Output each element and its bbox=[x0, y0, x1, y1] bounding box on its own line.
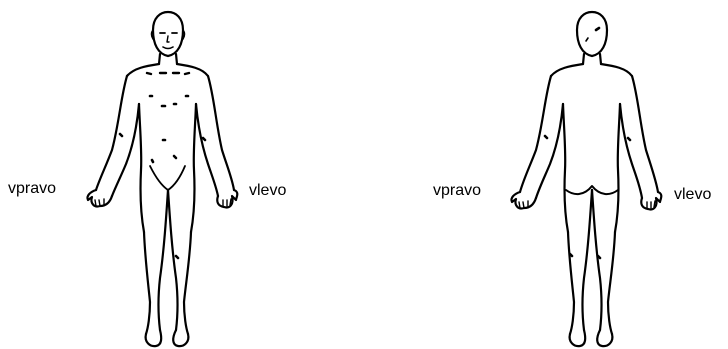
front-left-side-label: vlevo bbox=[249, 182, 286, 200]
back-left-side-label: vlevo bbox=[674, 186, 711, 204]
back-body-figure bbox=[511, 12, 661, 346]
front-right-side-label: vpravo bbox=[8, 180, 56, 198]
front-body-figure bbox=[87, 12, 237, 346]
back-right-side-label: vpravo bbox=[433, 182, 481, 200]
